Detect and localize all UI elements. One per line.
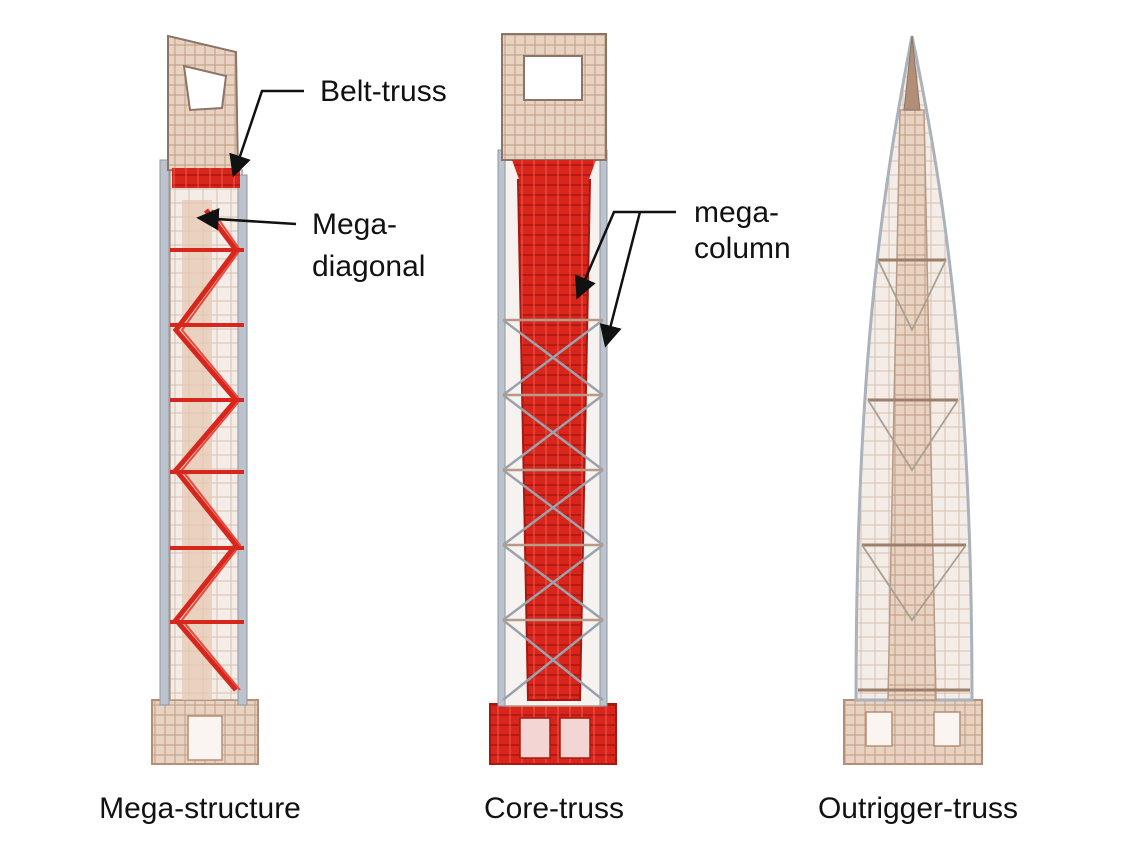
tower-1-mega-diagonal (172, 208, 240, 692)
tower-outrigger-truss (843, 35, 983, 765)
mega-column-leader-2 (599, 211, 642, 348)
tower-3-base (843, 699, 983, 765)
callout-mega-diagonal: Mega- diagonal (196, 207, 425, 283)
callout-mega-column: mega- column (575, 196, 791, 348)
mega-column-label-line-2: column (694, 232, 791, 265)
callout-belt-truss: Belt-truss (229, 75, 447, 178)
mega-diagonal-leader (196, 207, 297, 231)
tower-2-mega-column-left (497, 149, 506, 707)
tower-core-truss (489, 33, 617, 765)
caption-mega-structure: Mega-structure (99, 792, 301, 825)
tower-2-base (489, 703, 617, 765)
tower-3-outrigger-levels (858, 258, 970, 692)
tower-1-belt-truss (172, 168, 240, 188)
belt-truss-leader (229, 89, 304, 178)
tower-2-core (516, 179, 592, 701)
tower-1-mega-column-right (237, 174, 248, 706)
mega-column-label-line-1: mega- (694, 196, 779, 229)
mega-diagonal-label-line-1: Mega- (312, 208, 397, 241)
caption-outrigger-truss: Outrigger-truss (818, 792, 1018, 825)
belt-truss-label: Belt-truss (320, 75, 447, 108)
tower-2-cross-bracing (502, 319, 604, 701)
tower-1-mega-column-left (159, 159, 170, 706)
tower-1-belt-levels (170, 248, 244, 624)
mega-column-leader (575, 210, 676, 300)
tower-3-spire (903, 35, 921, 111)
caption-core-truss: Core-truss (484, 792, 624, 825)
mega-diagonal-label-line-2: diagonal (312, 250, 425, 283)
tower-mega-structure (151, 34, 259, 765)
